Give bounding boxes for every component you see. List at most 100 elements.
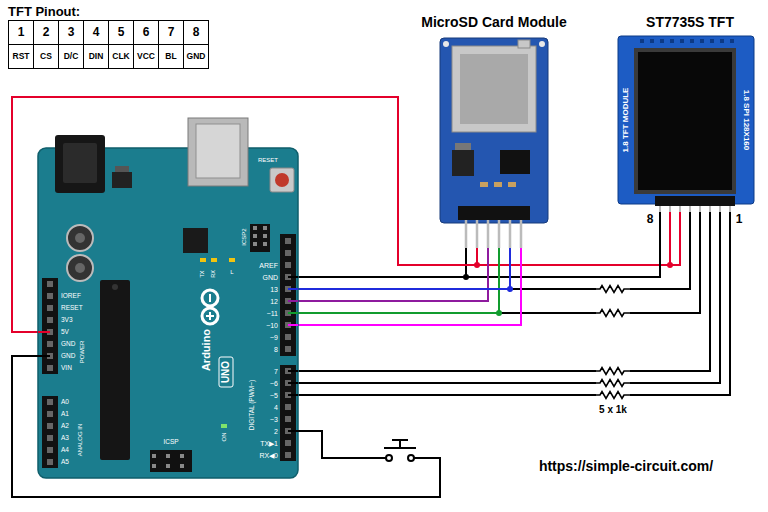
microsd-card-module: [487, 220, 490, 248]
arduino-uno-board: [100, 280, 130, 460]
arduino-uno-board: [75, 263, 85, 273]
pin-name: BL: [165, 52, 176, 61]
led-label: L: [230, 269, 233, 275]
pin-number: 4: [93, 26, 100, 38]
module-title: MicroSD Card Module: [421, 15, 566, 29]
st7735s-tft-module: ST7735S TFT1.8 TFT MODULE1.8 SPI 128X160: [616, 34, 756, 212]
wire: [298, 248, 521, 325]
arduino-uno-board: [38, 148, 298, 478]
microsd-card-module: [476, 220, 479, 248]
pushbutton-circuit: [12, 356, 440, 497]
pin-name: RST: [13, 52, 30, 61]
pin-label: TX▶1: [260, 440, 278, 447]
pin-number: 1: [736, 213, 743, 225]
pin-label: A5: [61, 459, 69, 466]
pin-label: A3: [61, 435, 69, 442]
pin-number: 3: [68, 26, 75, 38]
header-wire-stubs: [288, 394, 298, 396]
pin-label: VIN: [61, 365, 72, 372]
microsd-card-module: [518, 40, 530, 48]
arduino-uno-board: [263, 226, 267, 250]
pin-label: ~5: [270, 392, 278, 399]
arduino-uno-board: [42, 278, 58, 374]
watermark-url: https://simple-circuit.com/: [539, 459, 713, 473]
microsd-card-module: [466, 220, 521, 248]
wire: [298, 248, 488, 301]
pinout-table: [83, 21, 84, 69]
arduino-uno-board: [270, 168, 294, 192]
pin-number: 5: [118, 26, 125, 38]
arduino-uno-board: [219, 357, 233, 387]
pin-label: ~10: [266, 322, 278, 329]
arduino-uno-board: [280, 234, 296, 356]
st7735s-tft-module: [660, 206, 730, 212]
header-wire-stubs: [288, 382, 298, 384]
arduino-uno-board: [196, 124, 240, 178]
pin-label: IOREF: [61, 293, 81, 300]
junction-dot: [667, 262, 673, 268]
resistor-symbol: [594, 284, 632, 400]
pin-label: GND: [262, 274, 278, 281]
pushbutton-circuit: [408, 455, 414, 461]
resistor-symbol: [594, 368, 632, 375]
arduino-uno-board: [200, 258, 206, 262]
board-model-text: UNO: [221, 361, 231, 383]
wire: [298, 212, 730, 395]
pushbutton-circuit: [392, 439, 408, 441]
arduino-uno-board: [253, 226, 257, 250]
wire: [298, 248, 499, 313]
microsd-card-module: [460, 54, 528, 124]
pinout-table: [58, 21, 59, 69]
st7735s-tft-module: [689, 206, 691, 212]
pinout-table: [183, 21, 184, 69]
arduino-uno-board: [55, 135, 105, 193]
pushbutton-circuit: [399, 440, 401, 448]
microsd-card-module: [539, 41, 545, 47]
pinout-table: [33, 21, 34, 69]
led-label: ON: [221, 433, 227, 442]
header-group-label: ANALOG IN: [77, 424, 83, 457]
pin-label: GND: [61, 353, 75, 360]
microsd-card-module: [440, 38, 548, 248]
arduino-uno-board: [63, 143, 97, 183]
st7735s-tft-module: [618, 36, 754, 204]
table-title: TFT Pinout:: [8, 5, 80, 18]
pin-label: 12: [270, 298, 278, 305]
header-wire-stubs: [288, 312, 298, 314]
arduino-uno-board: [206, 315, 214, 317]
microsd-card-module: [508, 182, 516, 187]
microsd-card-module: [465, 220, 468, 248]
microsd-card-module: [520, 220, 523, 248]
header-group-label: POWER: [79, 341, 85, 364]
pin-name: VCC: [137, 52, 155, 61]
board-logo-text: Arduino: [201, 329, 212, 371]
st7735s-tft-module: [659, 206, 661, 212]
arduino-uno-board: [250, 224, 270, 252]
arduino-uno-board: [221, 424, 227, 428]
microsd-card-module: [440, 38, 548, 223]
arduino-uno-board: [285, 238, 291, 356]
junction-dot: [474, 262, 480, 268]
st7735s-tft-module: [729, 206, 731, 212]
wire: [298, 212, 700, 313]
microsd-card-module: [458, 206, 530, 220]
pin-label: RX◀0: [259, 452, 278, 459]
pin-number: 6: [143, 26, 150, 38]
st7735s-tft-module: [634, 48, 736, 194]
microsd-card-module: [452, 46, 536, 132]
arduino-uno-board: [188, 118, 248, 186]
board-marking: ICSP: [163, 439, 178, 446]
pin-name: D/C: [64, 52, 79, 61]
junction-dot: [463, 262, 673, 316]
microsd-card-module: [498, 220, 501, 248]
microsd-card-module: [509, 220, 512, 248]
microsd-card-module: [452, 150, 474, 176]
st7735s-tft-module: [699, 206, 701, 212]
module-title: ST7735S TFT: [646, 15, 734, 29]
pin-name: DIN: [89, 52, 104, 61]
arduino-uno-board: [211, 258, 217, 262]
header-wire-stubs: [38, 355, 50, 357]
arduino-uno-board: [152, 454, 192, 458]
